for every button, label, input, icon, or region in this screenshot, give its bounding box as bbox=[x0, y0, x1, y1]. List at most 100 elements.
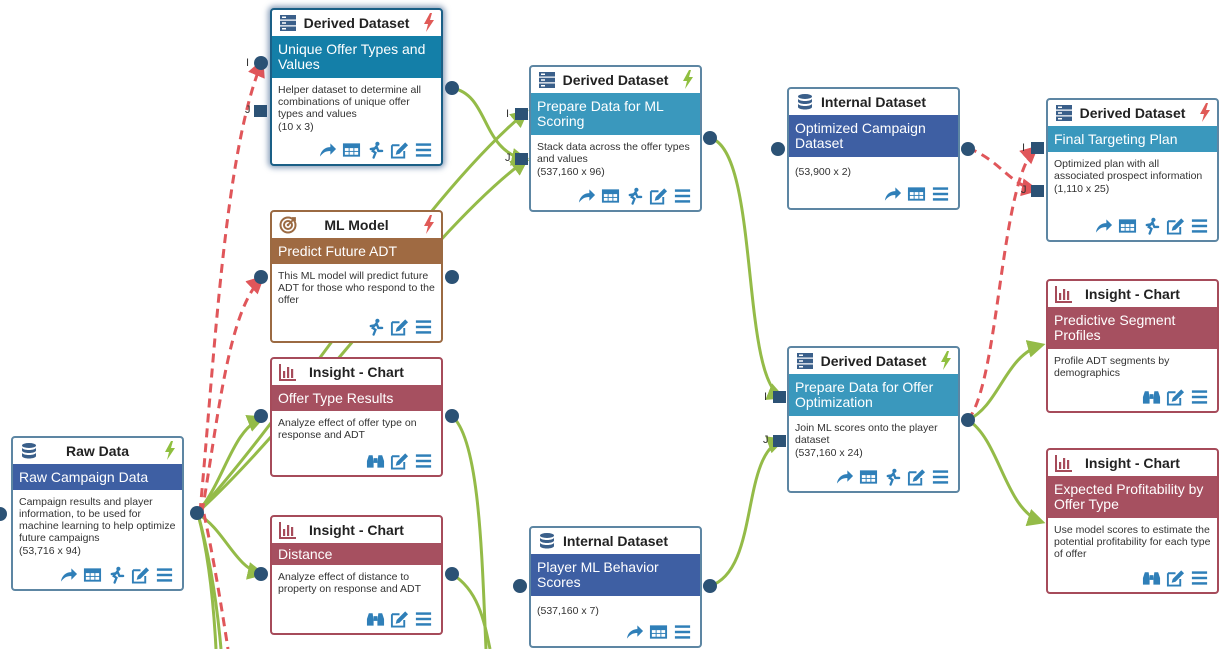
lightning-icon[interactable] bbox=[423, 13, 435, 32]
output-port[interactable] bbox=[190, 506, 204, 520]
menu-icon[interactable] bbox=[155, 566, 174, 584]
output-port[interactable] bbox=[0, 507, 7, 521]
node-predictive-segment-profiles[interactable]: Insight - Chart Predictive Segment Profi… bbox=[1046, 279, 1219, 413]
input-port[interactable] bbox=[254, 409, 268, 423]
lightning-icon[interactable] bbox=[1199, 103, 1211, 122]
edit-icon[interactable] bbox=[131, 566, 150, 584]
run-icon[interactable] bbox=[625, 187, 644, 205]
join-port[interactable] bbox=[1031, 185, 1044, 197]
share-icon[interactable] bbox=[883, 185, 902, 203]
output-port[interactable] bbox=[703, 131, 717, 145]
binoculars-icon[interactable] bbox=[1142, 569, 1161, 587]
run-icon[interactable] bbox=[366, 141, 385, 159]
input-port[interactable] bbox=[771, 142, 785, 156]
edge-raw-down-2 bbox=[196, 513, 223, 649]
menu-icon[interactable] bbox=[414, 141, 433, 159]
table-icon[interactable] bbox=[1118, 217, 1137, 235]
table-icon[interactable] bbox=[83, 566, 102, 584]
lightning-icon[interactable] bbox=[164, 441, 176, 460]
edit-icon[interactable] bbox=[649, 187, 668, 205]
join-port[interactable] bbox=[1031, 142, 1044, 154]
table-icon[interactable] bbox=[859, 468, 878, 486]
edit-icon[interactable] bbox=[390, 452, 409, 470]
input-port[interactable] bbox=[513, 579, 527, 593]
node-offer-type-results[interactable]: Insight - Chart Offer Type Results Analy… bbox=[270, 357, 443, 477]
node-expected-profitability[interactable]: Insight - Chart Expected Profitability b… bbox=[1046, 448, 1219, 594]
node-final-targeting-plan[interactable]: Derived Dataset Final Targeting Plan Opt… bbox=[1046, 98, 1219, 242]
edit-icon[interactable] bbox=[390, 141, 409, 159]
node-distance[interactable]: Insight - Chart Distance Analyze effect … bbox=[270, 515, 443, 635]
join-port[interactable] bbox=[773, 391, 786, 403]
node-predict-future-adt[interactable]: ML Model Predict Future ADT This ML mode… bbox=[270, 210, 443, 343]
node-player-ml-behavior-scores[interactable]: Internal Dataset Player ML Behavior Scor… bbox=[529, 526, 702, 648]
menu-icon[interactable] bbox=[931, 185, 950, 203]
join-port[interactable] bbox=[773, 435, 786, 447]
ref-edge-raw-down bbox=[202, 513, 230, 649]
share-icon[interactable] bbox=[1094, 217, 1113, 235]
edit-icon[interactable] bbox=[1166, 217, 1185, 235]
output-port[interactable] bbox=[961, 413, 975, 427]
run-icon[interactable] bbox=[366, 318, 385, 336]
output-port[interactable] bbox=[445, 81, 459, 95]
node-description: Campaign results and player information,… bbox=[19, 496, 176, 544]
edit-icon[interactable] bbox=[390, 610, 409, 628]
output-port[interactable] bbox=[703, 579, 717, 593]
join-port[interactable] bbox=[254, 105, 267, 117]
edit-icon[interactable] bbox=[1166, 388, 1185, 406]
run-icon[interactable] bbox=[883, 468, 902, 486]
run-icon[interactable] bbox=[107, 566, 126, 584]
share-icon[interactable] bbox=[625, 623, 644, 641]
edit-icon[interactable] bbox=[390, 318, 409, 336]
input-port[interactable] bbox=[254, 270, 268, 284]
menu-icon[interactable] bbox=[1190, 217, 1209, 235]
input-port[interactable] bbox=[254, 56, 268, 70]
run-icon[interactable] bbox=[1142, 217, 1161, 235]
menu-icon[interactable] bbox=[673, 623, 692, 641]
server-icon bbox=[1056, 105, 1072, 121]
node-unique-offer-types[interactable]: Derived Dataset Unique Offer Types and V… bbox=[270, 8, 443, 166]
node-optimized-campaign-dataset[interactable]: Internal Dataset Optimized Campaign Data… bbox=[787, 87, 960, 210]
node-prepare-ml-scoring[interactable]: Derived Dataset Prepare Data for ML Scor… bbox=[529, 65, 702, 212]
table-icon[interactable] bbox=[601, 187, 620, 205]
output-port[interactable] bbox=[961, 142, 975, 156]
table-icon[interactable] bbox=[649, 623, 668, 641]
node-raw-campaign-data[interactable]: Raw Data Raw Campaign Data Campaign resu… bbox=[11, 436, 184, 591]
join-port[interactable] bbox=[515, 108, 528, 120]
binoculars-icon[interactable] bbox=[1142, 388, 1161, 406]
lightning-icon[interactable] bbox=[423, 215, 435, 234]
binoculars-icon[interactable] bbox=[366, 610, 385, 628]
node-header: Derived Dataset bbox=[531, 67, 700, 93]
edit-icon[interactable] bbox=[1166, 569, 1185, 587]
lightning-icon[interactable] bbox=[940, 351, 952, 370]
port-label: J bbox=[245, 104, 251, 116]
node-description: Analyze effect of distance to property o… bbox=[278, 571, 422, 595]
node-dimensions: (53,716 x 94) bbox=[19, 545, 81, 557]
menu-icon[interactable] bbox=[414, 318, 433, 336]
menu-icon[interactable] bbox=[673, 187, 692, 205]
share-icon[interactable] bbox=[577, 187, 596, 205]
node-title: Player ML Behavior Scores bbox=[531, 554, 700, 596]
share-icon[interactable] bbox=[59, 566, 78, 584]
output-port[interactable] bbox=[445, 567, 459, 581]
share-icon[interactable] bbox=[318, 141, 337, 159]
node-prepare-offer-optimization[interactable]: Derived Dataset Prepare Data for Offer O… bbox=[787, 346, 960, 493]
menu-icon[interactable] bbox=[1190, 569, 1209, 587]
output-port[interactable] bbox=[445, 409, 459, 423]
menu-icon[interactable] bbox=[414, 610, 433, 628]
node-header: Insight - Chart bbox=[272, 359, 441, 385]
lightning-icon[interactable] bbox=[682, 70, 694, 89]
node-type-label: Insight - Chart bbox=[1085, 455, 1180, 471]
edit-icon[interactable] bbox=[907, 468, 926, 486]
menu-icon[interactable] bbox=[1190, 388, 1209, 406]
table-icon[interactable] bbox=[907, 185, 926, 203]
node-type-label: Internal Dataset bbox=[820, 94, 927, 110]
bar-chart-icon bbox=[279, 364, 296, 381]
share-icon[interactable] bbox=[835, 468, 854, 486]
menu-icon[interactable] bbox=[931, 468, 950, 486]
input-port[interactable] bbox=[254, 567, 268, 581]
table-icon[interactable] bbox=[342, 141, 361, 159]
binoculars-icon[interactable] bbox=[366, 452, 385, 470]
menu-icon[interactable] bbox=[414, 452, 433, 470]
join-port[interactable] bbox=[515, 153, 528, 165]
output-port[interactable] bbox=[445, 270, 459, 284]
